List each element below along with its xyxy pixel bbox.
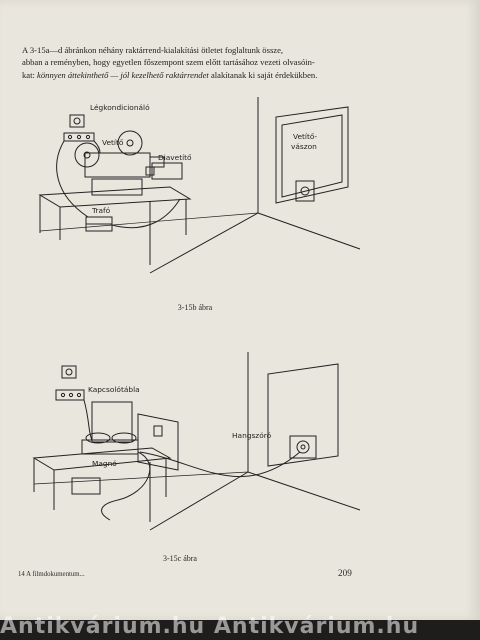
caption-figure-c: 3-15c ábra <box>163 554 197 563</box>
book-page: A 3-15a—d ábránkon néhány raktárrend-kia… <box>0 0 480 620</box>
label-transformer: Trafó <box>91 206 111 215</box>
floor-line-right <box>257 212 361 250</box>
paragraph-line-3a: kat: <box>22 69 38 80</box>
projection-screen <box>267 363 339 467</box>
cabinet-side <box>137 413 179 471</box>
watermark: Antikvárium.hu Antikvárium.hu <box>0 614 420 639</box>
intro-paragraph: A 3-15a—d ábránkon néhány raktárrend-kia… <box>22 44 362 81</box>
speaker-box <box>289 435 317 459</box>
table-top <box>32 447 172 471</box>
label-switchboard: Kapcsolótábla <box>88 385 140 394</box>
figure-b-drawing: Légkondicionáló Vetítő Diavetítő Trafó V… <box>38 97 361 274</box>
projector-body <box>84 152 151 178</box>
paragraph-italic: könnyen áttekinthető — jól kezelhető rak… <box>37 69 209 80</box>
table-top <box>38 186 192 208</box>
tape-recorder <box>81 439 139 455</box>
label-screen-line2: vászon <box>291 142 317 151</box>
figure-3-15c: Kapcsolótábla Magnó Hangszóró <box>0 352 480 542</box>
page-number: 209 <box>338 568 352 578</box>
wall-outlet <box>61 365 77 379</box>
switchboard-box <box>55 389 85 401</box>
label-slide-projector: Diavetítő <box>158 153 192 162</box>
projector-reel-left <box>74 142 100 168</box>
label-aircon: Légkondicionáló <box>90 103 150 112</box>
projection-screen <box>275 106 349 204</box>
caption-figure-b: 3-15b ábra <box>177 303 213 312</box>
projector-reel-right <box>117 130 143 156</box>
paragraph-line-1: A 3-15a—d ábránkon néhány raktárrend-kia… <box>22 45 284 55</box>
paragraph-line-3b: alakítanak ki saját érdekükben. <box>208 69 318 80</box>
bottom-dark-strip <box>0 620 480 640</box>
label-speaker: Hangszóró <box>232 431 272 440</box>
figure-c-drawing: Kapcsolótábla Magnó Hangszóró <box>32 352 361 531</box>
floor-line-left <box>149 212 259 274</box>
label-projector: Vetítő <box>102 138 124 147</box>
slide-projector <box>151 162 183 180</box>
footer-running-title: 14 A filmdokumentum... <box>18 571 85 578</box>
cabinet <box>91 401 133 443</box>
label-tape-recorder: Magnó <box>92 459 117 468</box>
figure-3-15b: Légkondicionáló Vetítő Diavetítő Trafó V… <box>0 95 480 275</box>
label-screen-line1: Vetítő- <box>293 132 317 141</box>
paragraph-line-2: abban a reményben, hogy egyetlen főszemp… <box>22 57 315 68</box>
aircon-outlet <box>69 114 85 128</box>
